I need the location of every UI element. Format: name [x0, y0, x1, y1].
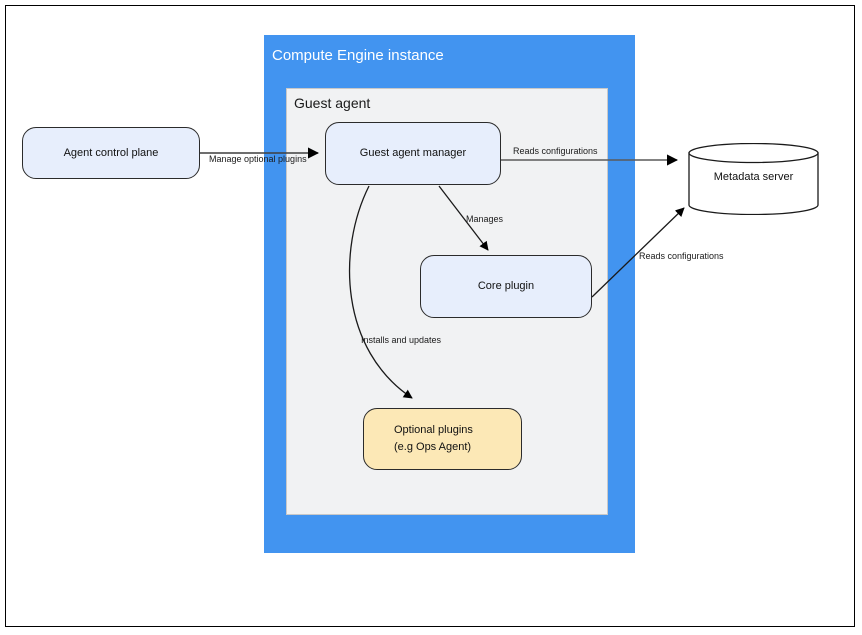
- edge-label-reads-configurations-top: Reads configurations: [513, 146, 598, 156]
- edge-label-manage-optional-plugins: Manage optional plugins: [209, 154, 307, 164]
- node-optional-plugins[interactable]: Optional plugins (e.g Ops Agent): [363, 408, 522, 470]
- node-agent-control-plane[interactable]: Agent control plane: [22, 127, 200, 179]
- node-guest-agent-manager[interactable]: Guest agent manager: [325, 122, 501, 185]
- compute-engine-instance-title: Compute Engine instance: [272, 47, 444, 64]
- edge-manages: [438, 185, 489, 251]
- edge-reads-configurations-bottom: [591, 207, 685, 298]
- node-metadata-server[interactable]: [688, 143, 819, 215]
- cylinder-top: [688, 143, 819, 164]
- guest-agent-title: Guest agent: [294, 95, 371, 111]
- edge-label-reads-configurations-bottom: Reads configurations: [639, 251, 724, 261]
- node-agent-control-plane-label: Agent control plane: [63, 146, 159, 159]
- node-optional-plugins-label: Optional plugins (e.g Ops Agent): [394, 422, 473, 456]
- edge-installs-and-updates: [348, 185, 413, 399]
- node-guest-agent-manager-label: Guest agent manager: [359, 147, 467, 159]
- edge-label-manages: Manages: [466, 214, 504, 224]
- cylinder-body: [688, 152, 819, 215]
- node-optional-plugins-label-line1: Optional plugins: [394, 424, 473, 436]
- node-core-plugin-label: Core plugin: [477, 280, 535, 292]
- node-core-plugin[interactable]: Core plugin: [420, 255, 592, 318]
- node-metadata-server-label: Metadata server: [713, 171, 794, 183]
- edge-label-installs-and-updates: Installs and updates: [361, 335, 442, 345]
- node-optional-plugins-label-line2: (e.g Ops Agent): [394, 441, 472, 453]
